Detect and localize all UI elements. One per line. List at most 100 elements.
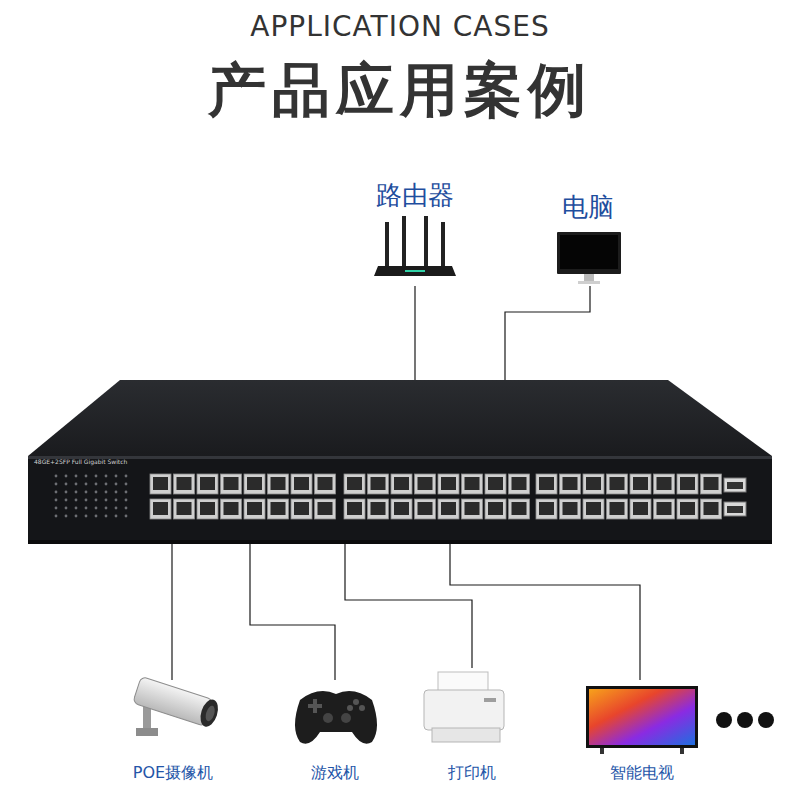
computer-icon-part	[560, 235, 618, 269]
router-icon-part	[385, 222, 389, 266]
port-socket	[610, 502, 625, 515]
rj45-port	[485, 499, 506, 519]
port-frame	[174, 474, 195, 494]
network-cable	[450, 544, 640, 680]
status-led	[125, 491, 128, 494]
rj45-port	[291, 474, 312, 494]
gamepad-icon-part	[313, 699, 317, 713]
ellipsis-dots-part	[758, 712, 774, 728]
rj45-port	[197, 499, 218, 519]
rj45-port	[438, 499, 459, 519]
rj45-port	[607, 499, 628, 519]
status-led	[65, 483, 68, 486]
rj45-port	[677, 499, 698, 519]
device-box: 智能电视	[582, 680, 702, 784]
port-frame	[462, 474, 483, 494]
port-frame	[583, 474, 604, 494]
device-label: 智能电视	[610, 763, 674, 784]
computer-icon-part	[578, 281, 600, 284]
port-socket	[394, 477, 409, 490]
model-label: 48GE+2SFP Full Gigabit Switch	[34, 458, 127, 465]
port-frame	[415, 474, 436, 494]
rj45-port	[415, 499, 436, 519]
router-icon-part	[402, 216, 406, 266]
status-led	[105, 483, 108, 486]
rj45-port	[607, 474, 628, 494]
port-socket	[247, 502, 262, 515]
device-label: 电脑	[562, 190, 614, 225]
port-socket	[347, 502, 362, 515]
gamepad-icon-part	[359, 705, 365, 711]
rj45-port	[462, 474, 483, 494]
status-led	[55, 507, 58, 510]
port-socket	[680, 477, 695, 490]
port-socket	[153, 477, 168, 490]
port-socket	[704, 477, 719, 490]
port-frame	[485, 474, 506, 494]
gamepad-icon-part	[323, 713, 333, 723]
rj45-port	[268, 499, 289, 519]
rj45-port	[438, 474, 459, 494]
device-box: 游戏机	[285, 680, 385, 784]
printer-icon	[424, 672, 504, 742]
rj45-port	[150, 474, 171, 494]
rj45-port	[415, 474, 436, 494]
rj45-port	[221, 474, 242, 494]
rj45-port	[654, 499, 675, 519]
camera-icon-part	[133, 676, 222, 729]
port-frame	[462, 499, 483, 519]
status-led	[85, 507, 88, 510]
port-frame	[654, 499, 675, 519]
router-icon-part	[424, 216, 428, 266]
rj45-port	[197, 474, 218, 494]
switch-illustration-part	[727, 506, 743, 513]
port-socket	[488, 502, 503, 515]
rj45-port	[221, 499, 242, 519]
port-frame	[485, 499, 506, 519]
rj45-port	[583, 474, 604, 494]
port-frame	[291, 499, 312, 519]
port-frame	[197, 474, 218, 494]
status-led	[95, 475, 98, 478]
status-led	[125, 507, 128, 510]
camera-icon-part	[136, 728, 158, 736]
port-socket	[247, 477, 262, 490]
gamepad-icon-part	[347, 705, 353, 711]
status-led	[115, 499, 118, 502]
device-box: 打印机	[420, 668, 524, 784]
switch-illustration-part	[28, 380, 772, 456]
tv-icon-part	[586, 686, 698, 748]
status-led	[125, 515, 128, 518]
status-led	[115, 515, 118, 518]
gamepad-icon	[295, 691, 377, 744]
port-socket	[610, 477, 625, 490]
printer-icon-part	[438, 672, 488, 692]
switch-illustration-part	[28, 456, 772, 544]
status-led	[95, 483, 98, 486]
camera-icon-part-part	[204, 705, 217, 723]
port-socket	[394, 502, 409, 515]
port-frame	[344, 474, 365, 494]
network-cable	[505, 286, 590, 380]
status-led	[115, 507, 118, 510]
status-led	[105, 491, 108, 494]
camera-icon-part-part	[197, 697, 221, 729]
status-led	[85, 483, 88, 486]
rj45-port	[560, 474, 581, 494]
port-socket	[465, 477, 480, 490]
tv-icon-part	[600, 748, 604, 754]
switch-illustration-part	[724, 478, 746, 492]
port-socket	[371, 502, 386, 515]
port-frame	[701, 474, 722, 494]
router-icon	[374, 216, 456, 276]
status-led	[65, 475, 68, 478]
status-led	[85, 491, 88, 494]
ellipsis-dots	[716, 712, 774, 728]
status-led	[65, 499, 68, 502]
port-frame	[391, 499, 412, 519]
device-box: 路由器	[360, 178, 470, 286]
gamepad-icon-part	[353, 699, 359, 705]
status-led	[55, 475, 58, 478]
port-socket	[704, 502, 719, 515]
rj45-port	[509, 474, 530, 494]
